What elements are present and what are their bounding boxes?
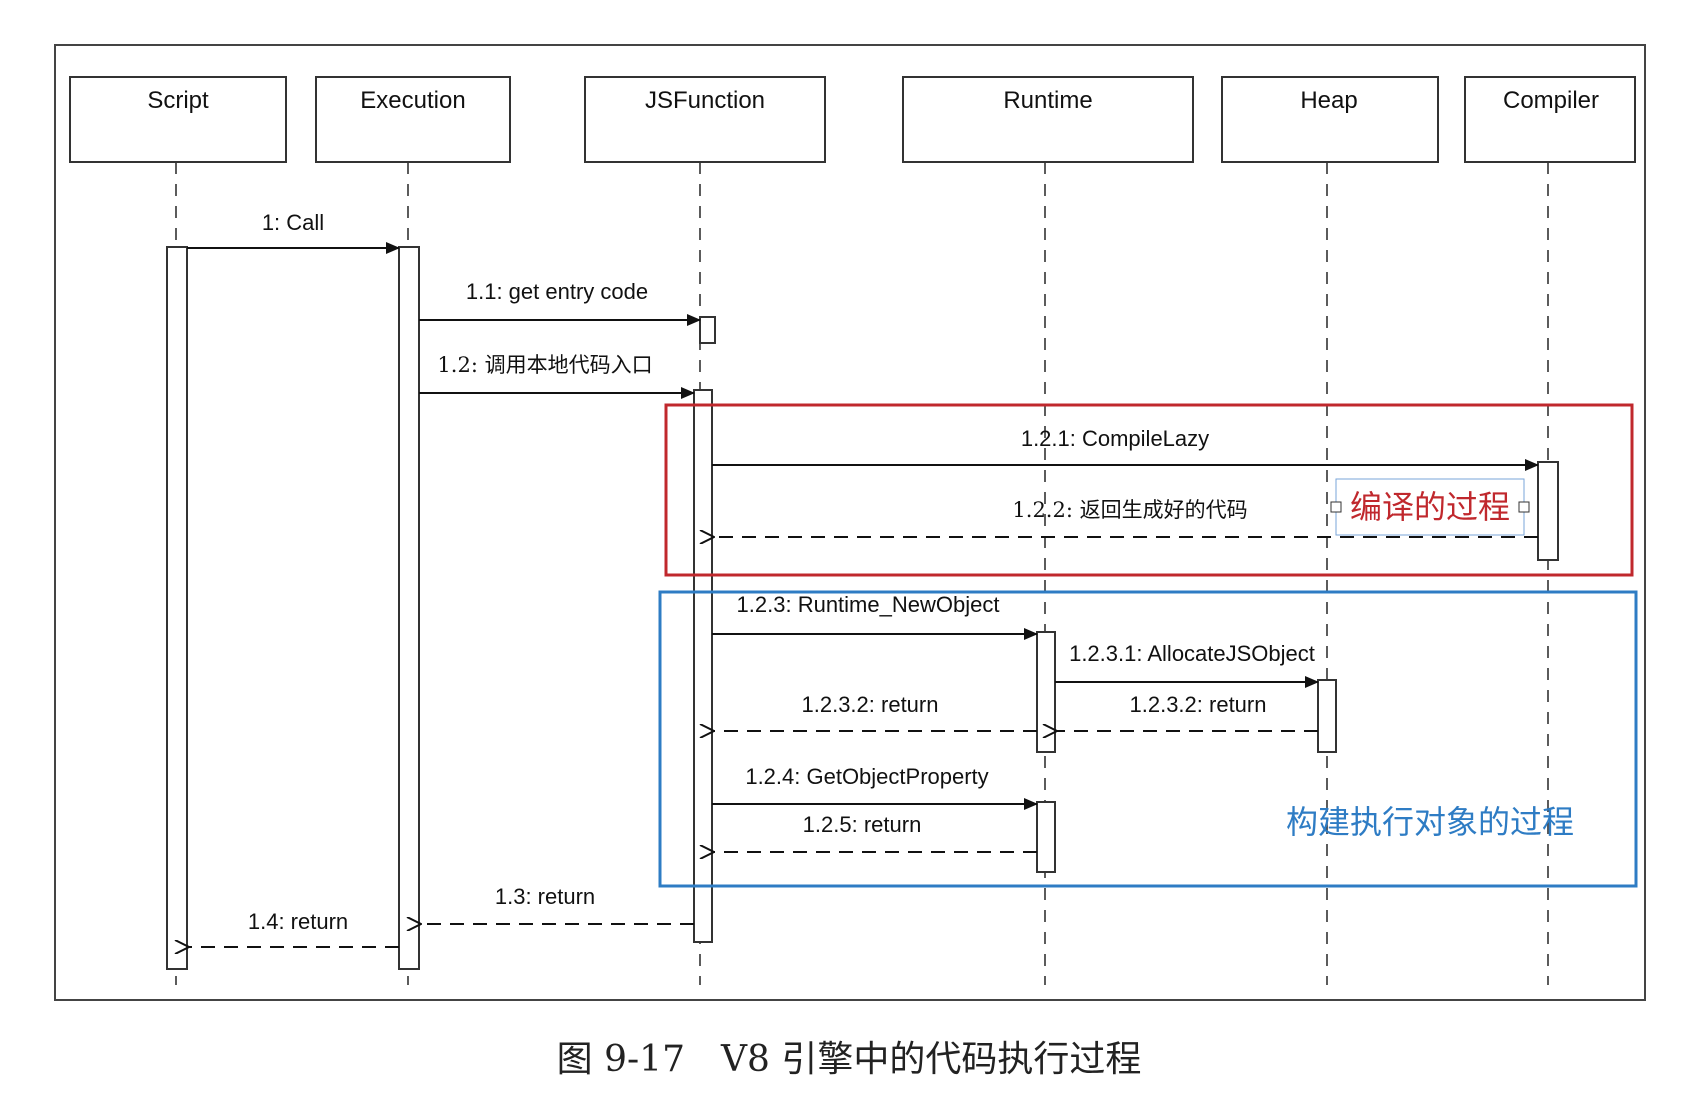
resize-handle-left	[1330, 501, 1342, 513]
activation-jsfunction-entry	[699, 316, 716, 344]
object-build-process-label: 构建执行对象的过程	[1286, 803, 1574, 841]
participant-script: Script	[69, 76, 287, 985]
activation-compiler	[1537, 461, 1559, 561]
message-label-execution-return: 1.4: return	[248, 909, 348, 934]
object-build-process-box	[658, 590, 1638, 888]
message-label-call-native-entry: 1.2: 调用本地代码入口	[437, 353, 652, 377]
participant-box-execution	[315, 76, 511, 163]
message-label-heap-return: 1.2.3.2: return	[1130, 692, 1267, 717]
resize-handle-right	[1518, 501, 1530, 513]
figure-caption: 图 9-17 V8 引擎中的代码执行过程	[556, 1039, 1142, 1080]
activation-jsfunction-main	[693, 389, 713, 943]
participant-label-execution: Execution	[360, 87, 465, 114]
compile-process-label: 编译的过程	[1350, 488, 1510, 526]
activation-runtime-newobject	[1036, 631, 1056, 753]
participant-box-heap	[1221, 76, 1439, 163]
participant-runtime: Runtime	[902, 76, 1194, 985]
activation-heap	[1317, 679, 1337, 753]
diagram-frame	[54, 44, 1646, 1001]
participant-label-runtime: Runtime	[1003, 87, 1092, 114]
participant-label-jsfunction: JSFunction	[645, 87, 765, 114]
participant-box-jsfunction	[584, 76, 826, 163]
message-label-newobject-return: 1.2.3.2: return	[802, 692, 939, 717]
activation-runtime-getproperty	[1036, 801, 1056, 873]
participant-heap: Heap	[1221, 76, 1439, 985]
message-label-return-code: 1.2.2: 返回生成好的代码	[1012, 498, 1247, 522]
participant-box-runtime	[902, 76, 1194, 163]
activation-script	[166, 246, 188, 970]
message-label-get-object-property: 1.2.4: GetObjectProperty	[745, 764, 988, 789]
participant-label-script: Script	[147, 87, 209, 114]
compile-process-text-frame	[1335, 478, 1525, 536]
message-label-call: 1: Call	[262, 210, 324, 235]
message-label-allocate-jsobject: 1.2.3.1: AllocateJSObject	[1069, 641, 1315, 666]
message-label-runtime-newobject: 1.2.3: Runtime_NewObject	[737, 592, 1000, 617]
message-label-get-entry-code: 1.1: get entry code	[466, 279, 648, 304]
participant-box-compiler	[1464, 76, 1636, 163]
participant-execution: Execution	[315, 76, 511, 985]
message-label-compile-lazy: 1.2.1: CompileLazy	[1021, 426, 1209, 451]
activation-execution	[398, 246, 420, 970]
participant-label-compiler: Compiler	[1503, 87, 1599, 114]
participant-jsfunction: JSFunction	[584, 76, 826, 985]
participant-label-heap: Heap	[1300, 87, 1357, 114]
participant-compiler: Compiler	[1464, 76, 1636, 985]
compile-process-box	[664, 403, 1634, 577]
message-label-jsfunction-return: 1.3: return	[495, 884, 595, 909]
participant-box-script	[69, 76, 287, 163]
message-label-property-return: 1.2.5: return	[803, 812, 922, 837]
